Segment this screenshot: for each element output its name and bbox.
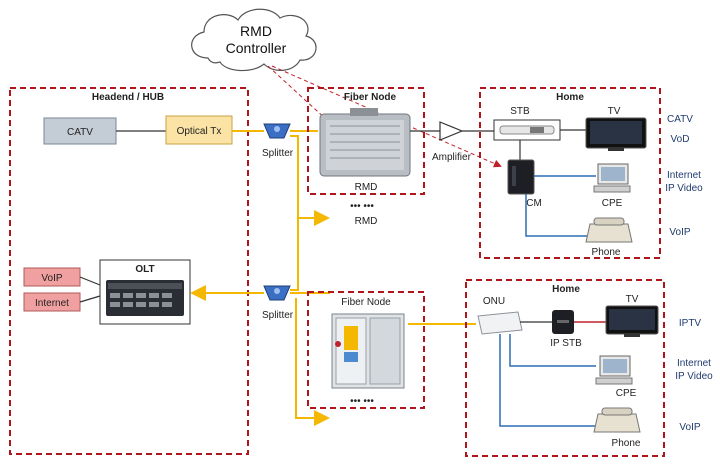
service-vod: VoD [671, 134, 690, 145]
catv-label: CATV [67, 127, 93, 138]
fiber-node-top-title: Fiber Node [344, 92, 397, 103]
cpe-bottom-label: CPE [616, 388, 637, 399]
phone-top-icon [585, 217, 633, 243]
internet-label: Internet [35, 298, 69, 309]
phone-top-label: Phone [592, 247, 621, 258]
ip-stb-icon [552, 310, 574, 334]
splitter-top-label: Splitter [262, 148, 294, 159]
service-iptv: IPTV [679, 318, 702, 329]
fiber-splitter-to-extra-node [295, 298, 330, 426]
amplifier-icon [439, 121, 464, 141]
cm-to-phone-link [525, 194, 590, 237]
onu-to-phone-link [499, 334, 596, 427]
onu-label: ONU [483, 296, 505, 307]
ip-stb-label: IP STB [550, 338, 582, 349]
onu-to-cpe-link [509, 334, 596, 367]
home-bottom-box [465, 279, 665, 457]
olt-device-icon [106, 280, 184, 316]
tv-bottom-label: TV [626, 294, 639, 305]
cm-label: CM [526, 198, 542, 209]
cloud-label-line2: Controller [226, 40, 287, 56]
splitter-bottom-label: Splitter [262, 310, 294, 321]
olt-label: OLT [135, 264, 154, 275]
rmd-device-label: RMD [355, 182, 378, 193]
voip-label: VoIP [41, 273, 62, 284]
cpe-bottom-icon [595, 355, 633, 385]
catv-box [43, 117, 117, 145]
rmd-device-icon [319, 108, 411, 177]
cable-modem-icon [507, 159, 535, 195]
home-top-title: Home [556, 92, 584, 103]
service-ipvideo-bottom: IP Video [675, 371, 713, 382]
home-bottom-title: Home [552, 284, 580, 295]
service-voip-top: VoIP [669, 227, 690, 238]
cpe-top-label: CPE [602, 198, 623, 209]
service-internet-top: Internet [667, 170, 701, 181]
tv-bottom-icon [605, 305, 659, 337]
cloud-label-line1: RMD [240, 23, 272, 39]
optical-tx-label: Optical Tx [177, 126, 222, 137]
service-ipvideo-top: IP Video [665, 183, 703, 194]
service-catv: CATV [667, 114, 693, 125]
onu-device-icon [477, 311, 523, 335]
internet-to-olt-link [79, 295, 101, 303]
phone-bottom-icon [593, 407, 641, 433]
voip-to-olt-link [79, 276, 101, 286]
tv-top-icon [585, 117, 647, 151]
fiber-cabinet-icon [331, 313, 405, 389]
headend-box [9, 87, 249, 455]
fiber-node-bottom-dots: ••• ••• [350, 396, 374, 407]
rmd-controller-cloud: RMD Controller [191, 8, 317, 72]
fiber-node-top-box [307, 87, 425, 195]
control-line-rmd [267, 65, 342, 134]
tv-top-label: TV [608, 106, 621, 117]
phone-bottom-label: Phone [612, 438, 641, 449]
rmd-extra-label: RMD [355, 216, 378, 227]
fiber-node-bottom-title: Fiber Node [341, 297, 391, 308]
splitter-top-icon [263, 123, 291, 139]
home-top-box [479, 87, 661, 259]
service-voip-bottom: VoIP [679, 422, 700, 433]
fiber-node-bottom-box [307, 291, 425, 409]
splitter-bottom-icon [263, 285, 291, 301]
fiber-node-top-dots: ••• ••• [350, 201, 374, 212]
stb-label: STB [510, 106, 530, 117]
stb-device-icon [499, 125, 555, 135]
headend-title: Headend / HUB [92, 92, 164, 103]
fiber-rmd-to-lower-splitter [290, 160, 299, 291]
service-internet-bottom: Internet [677, 358, 711, 369]
cpe-top-icon [593, 163, 631, 193]
amplifier-label: Amplifier [432, 152, 472, 163]
